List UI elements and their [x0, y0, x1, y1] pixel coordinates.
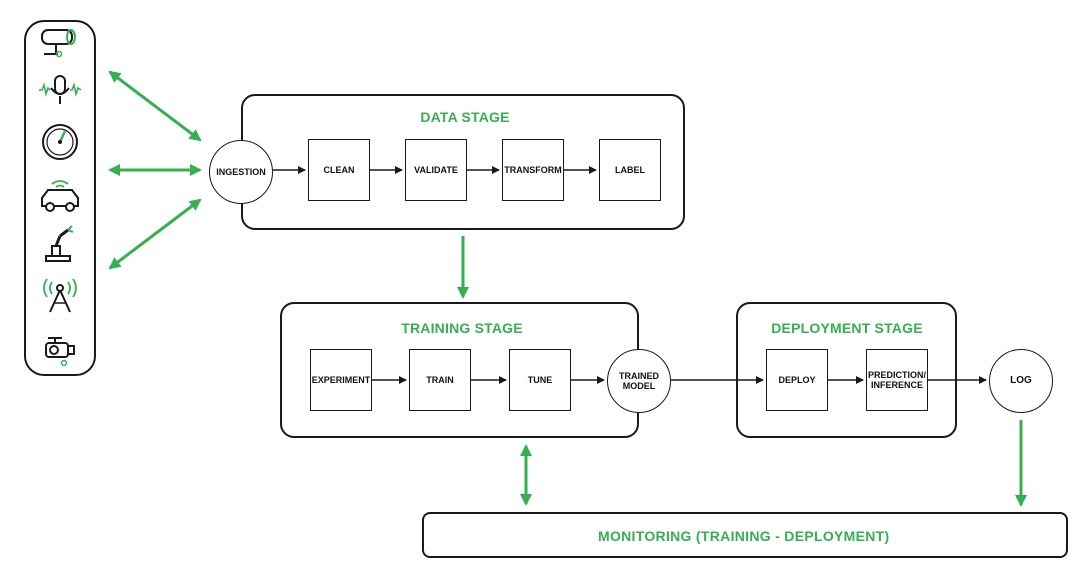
trained-model-node: TRAINED MODEL: [607, 349, 671, 413]
tune-step: TUNE: [509, 349, 571, 411]
robotic-arm-icon: [38, 224, 82, 264]
train-step: TRAIN: [409, 349, 471, 411]
prediction-inference-step: PREDICTION/ INFERENCE: [866, 349, 928, 411]
signal-tower-icon: [38, 276, 82, 316]
data-stage-title: DATA STAGE: [420, 109, 510, 125]
label-step: LABEL: [599, 139, 661, 201]
connected-car-icon: [38, 176, 82, 216]
drone-camera-icon: [38, 330, 82, 370]
monitoring-panel: [422, 512, 1068, 558]
experiment-step: EXPERIMENT: [310, 349, 372, 411]
gauge-icon: [38, 122, 82, 162]
microphone-icon: [38, 72, 82, 112]
training-stage-title: TRAINING STAGE: [401, 320, 523, 336]
deployment-stage-title: DEPLOYMENT STAGE: [771, 320, 923, 336]
arrow-sources-ingestion-top: [108, 70, 202, 142]
transform-step: TRANSFORM: [502, 139, 564, 201]
arrow-sources-ingestion-bottom: [108, 198, 202, 270]
ingestion-node: INGESTION: [209, 140, 273, 204]
validate-step: VALIDATE: [405, 139, 467, 201]
data-sources-panel: [24, 20, 96, 376]
clean-step: CLEAN: [308, 139, 370, 201]
deploy-step: DEPLOY: [766, 349, 828, 411]
security-camera-icon: [38, 24, 82, 64]
monitoring-label: MONITORING (TRAINING - DEPLOYMENT): [598, 528, 890, 544]
log-node: LOG: [989, 349, 1053, 413]
